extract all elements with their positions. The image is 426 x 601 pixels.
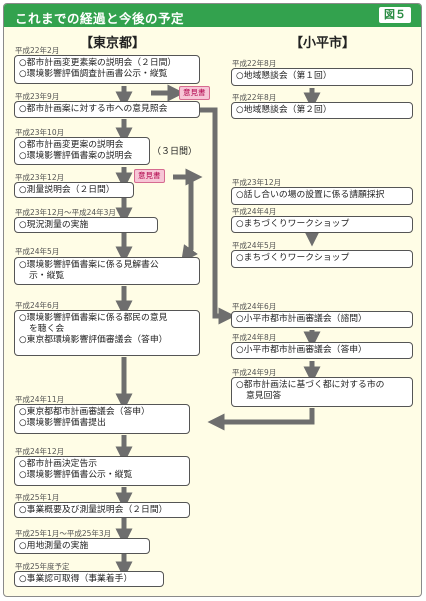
kodaira-step-5: ○まちづくりワークショップ bbox=[231, 250, 413, 268]
step-line: ○都市計画法に基づく都に対する市の bbox=[236, 380, 385, 390]
step-line: ○地域懇談会（第１回） bbox=[236, 71, 332, 81]
kodaira-step-7: ○小平市都市計画審議会（答申） bbox=[231, 342, 413, 359]
step-line: ○都市計画案に対する市への意見照会 bbox=[19, 104, 168, 114]
step-line: 意見回答 bbox=[246, 391, 282, 401]
step-line: ○環境影響評価書案に係る都民の意見 bbox=[19, 313, 168, 323]
tokyo-step-11: ○用地測量の実施 bbox=[14, 538, 150, 554]
step-date: 平成23年9月 bbox=[15, 92, 60, 101]
step-date: 平成23年12月 bbox=[15, 173, 65, 182]
tokyo-step-8: ○東京都都市計画審議会（答申） ○環境影響評価書提出 bbox=[14, 404, 190, 434]
step-date: 平成24年4月 bbox=[232, 207, 277, 216]
step-line: 示・縦覧 bbox=[29, 271, 65, 281]
tokyo-step-6: ○環境影響評価書案に係る見解書公 示・縦覧 bbox=[14, 257, 200, 285]
kodaira-step-6: ○小平市都市計画審議会（諮問） bbox=[231, 311, 413, 328]
step-line: ○東京都都市計画審議会（答申） bbox=[19, 407, 150, 417]
step-line: ○事業概要及び測量説明会（２日間） bbox=[19, 505, 168, 515]
step-date: 平成23年12月 bbox=[232, 178, 282, 187]
step-date: 平成22年8月 bbox=[232, 93, 277, 102]
step-date: 平成25年1月 bbox=[15, 493, 60, 502]
step-line: ○測量説明会（２日間） bbox=[19, 185, 115, 195]
figure-title: これまでの経過と今後の予定 bbox=[15, 11, 185, 26]
step-line: ○環境影響評価書公示・縦覧 bbox=[19, 470, 133, 480]
step-line: ○まちづくりワークショップ bbox=[236, 253, 350, 263]
tokyo-step-12: ○事業認可取得（事業着手） bbox=[14, 571, 164, 587]
step-line: ○都市計画決定告示 bbox=[19, 459, 98, 469]
tokyo-step-9: ○都市計画決定告示 ○環境影響評価書公示・縦覧 bbox=[14, 456, 190, 486]
step-date: 平成24年11月 bbox=[15, 395, 65, 404]
session-count-note: （３日間） bbox=[152, 147, 198, 157]
step-date: 平成25年1月～平成25年3月 bbox=[15, 529, 112, 538]
tokyo-step-3: ○都市計画変更案の説明会 ○環境影響評価書案の説明会 bbox=[14, 137, 150, 165]
step-line: ○環境影響評価書案の説明会 bbox=[19, 151, 133, 161]
kodaira-step-4: ○まちづくりワークショップ bbox=[231, 216, 413, 233]
kodaira-step-2: ○地域懇談会（第２回） bbox=[231, 102, 413, 119]
step-date: 平成25年度予定 bbox=[15, 562, 70, 571]
step-date: 平成22年2月 bbox=[15, 46, 60, 55]
tokyo-step-7: ○環境影響評価書案に係る都民の意見 を聴く会 ○東京都環境影響評価審議会（答申） bbox=[14, 310, 200, 356]
step-line: ○東京都環境影響評価審議会（答申） bbox=[19, 335, 168, 345]
kodaira-step-1: ○地域懇談会（第１回） bbox=[231, 68, 413, 86]
step-date: 平成24年12月 bbox=[15, 447, 65, 456]
tokyo-step-10: ○事業概要及び測量説明会（２日間） bbox=[14, 502, 190, 518]
step-line: ○小平市都市計画審議会（諮問） bbox=[236, 314, 367, 324]
figure-number-badge: 図５ bbox=[379, 7, 411, 23]
figure-panel: これまでの経過と今後の予定 図５ bbox=[3, 3, 422, 597]
step-date: 平成22年8月 bbox=[232, 59, 277, 68]
step-line: を聴く会 bbox=[29, 324, 65, 334]
step-line: ○話し合いの場の設置に係る請願採択 bbox=[236, 190, 385, 200]
step-line: ○地域懇談会（第２回） bbox=[236, 105, 332, 115]
step-line: ○環境影響評価書提出 bbox=[19, 418, 106, 428]
step-line: ○用地測量の実施 bbox=[19, 541, 89, 551]
flow-arrows bbox=[115, 84, 321, 579]
step-date: 平成24年6月 bbox=[232, 302, 277, 311]
step-line: ○都市計画変更素案の説明会（２日間） bbox=[19, 58, 177, 68]
step-line: ○まちづくりワークショップ bbox=[236, 219, 350, 229]
arrow-to-kodaira-council bbox=[199, 107, 236, 325]
title-bar: これまでの経過と今後の予定 図５ bbox=[4, 4, 421, 27]
kodaira-column-header: 【小平市】 bbox=[290, 36, 356, 51]
step-date: 平成23年10月 bbox=[15, 128, 65, 137]
kodaira-step-8: ○都市計画法に基づく都に対する市の 意見回答 bbox=[231, 377, 413, 407]
step-line: ○環境影響評価調査計画書公示・縦覧 bbox=[19, 69, 168, 79]
step-date: 平成24年6月 bbox=[15, 301, 60, 310]
kodaira-step-3: ○話し合いの場の設置に係る請願採択 bbox=[231, 187, 413, 205]
opinion-doc-tag: 意見書 bbox=[179, 86, 210, 100]
step-date: 平成24年8月 bbox=[232, 333, 277, 342]
step-date: 平成23年12月～平成24年3月 bbox=[15, 208, 116, 217]
arrow-branch-review bbox=[181, 177, 198, 263]
step-date: 平成24年5月 bbox=[15, 247, 60, 256]
arrow-answer-to-tokyo bbox=[207, 408, 315, 431]
tokyo-column-header: 【東京都】 bbox=[80, 36, 146, 51]
step-line: ○環境影響評価書案に係る見解書公 bbox=[19, 260, 159, 270]
tokyo-step-5: ○現況測量の実施 bbox=[14, 217, 158, 233]
step-line: ○小平市都市計画審議会（答申） bbox=[236, 345, 367, 355]
step-date: 平成24年9月 bbox=[232, 368, 277, 377]
tokyo-step-2: ○都市計画案に対する市への意見照会 bbox=[14, 101, 200, 118]
step-line: ○現況測量の実施 bbox=[19, 220, 89, 230]
opinion-doc-tag: 意見書 bbox=[134, 169, 165, 183]
tokyo-step-4: ○測量説明会（２日間） bbox=[14, 182, 134, 198]
tokyo-step-1: ○都市計画変更素案の説明会（２日間） ○環境影響評価調査計画書公示・縦覧 bbox=[14, 55, 200, 84]
step-line: ○都市計画変更案の説明会 bbox=[19, 140, 124, 150]
step-date: 平成24年5月 bbox=[232, 241, 277, 250]
step-line: ○事業認可取得（事業着手） bbox=[19, 574, 133, 584]
